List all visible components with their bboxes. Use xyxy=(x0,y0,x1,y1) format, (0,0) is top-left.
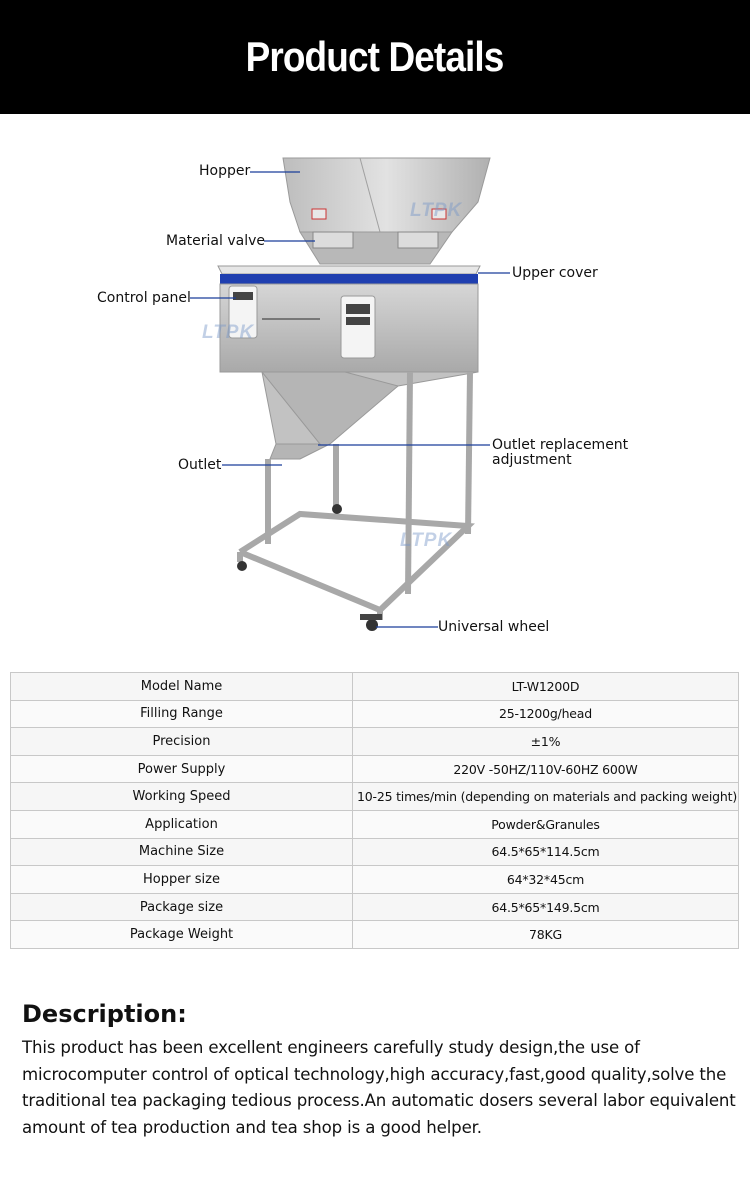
material-valves xyxy=(312,231,439,249)
spec-value: 64.5*65*149.5cm xyxy=(352,892,739,922)
spec-label: Hopper size xyxy=(10,865,353,894)
callout-lines xyxy=(190,171,510,628)
spec-label: Package Weight xyxy=(10,920,353,949)
spec-value: 25-1200g/head xyxy=(352,699,739,729)
callout-hopper: Hopper xyxy=(199,163,251,179)
spec-label: Application xyxy=(10,809,353,839)
description-title: Description: xyxy=(22,1000,187,1028)
watermark: LTPK xyxy=(410,200,463,221)
callout-universal-wheel: Universal wheel xyxy=(438,619,550,635)
page-title: Product Details xyxy=(246,33,505,80)
spec-label: Filling Range xyxy=(10,699,353,729)
spec-label: Working Speed xyxy=(10,782,353,811)
spec-label: Power Supply xyxy=(10,754,353,784)
spec-value: 10-25 times/min (depending on materials … xyxy=(352,782,739,811)
header-banner: Product Details xyxy=(0,0,750,114)
watermark: LTPK xyxy=(400,530,453,551)
callout-control-panel: Control panel xyxy=(97,290,191,306)
wheels xyxy=(237,504,382,631)
callout-material-valve: Material valve xyxy=(166,233,265,249)
product-figure: LTPK LTPK LTPK Hopper Material valve Con… xyxy=(0,114,750,669)
description-body: This product has been excellent engineer… xyxy=(22,1038,736,1137)
spec-value: 220V -50HZ/110V-60HZ 600W xyxy=(352,754,739,784)
spec-value: 64*32*45cm xyxy=(352,865,739,894)
spec-value: ±1% xyxy=(352,727,739,756)
spec-label: Precision xyxy=(10,727,353,756)
spec-value: LT-W1200D xyxy=(352,672,739,701)
watermark: LTPK xyxy=(202,322,255,343)
spec-label: Machine Size xyxy=(10,837,353,867)
spec-value: 64.5*65*114.5cm xyxy=(352,837,739,867)
callout-outlet: Outlet xyxy=(178,457,222,473)
machine-illustration xyxy=(190,157,510,631)
spec-value: Powder&Granules xyxy=(352,809,739,839)
spec-label: Model Name xyxy=(10,672,353,701)
callout-outlet-adjustment-line1: Outlet replacement xyxy=(492,437,629,453)
machine-body xyxy=(217,265,481,460)
callout-upper-cover: Upper cover xyxy=(512,265,598,281)
spec-label: Package size xyxy=(10,892,353,922)
callout-outlet-adjustment-line2: adjustment xyxy=(492,452,572,468)
table-row: Precision±1% xyxy=(10,727,739,756)
spec-value: 78KG xyxy=(352,920,739,949)
